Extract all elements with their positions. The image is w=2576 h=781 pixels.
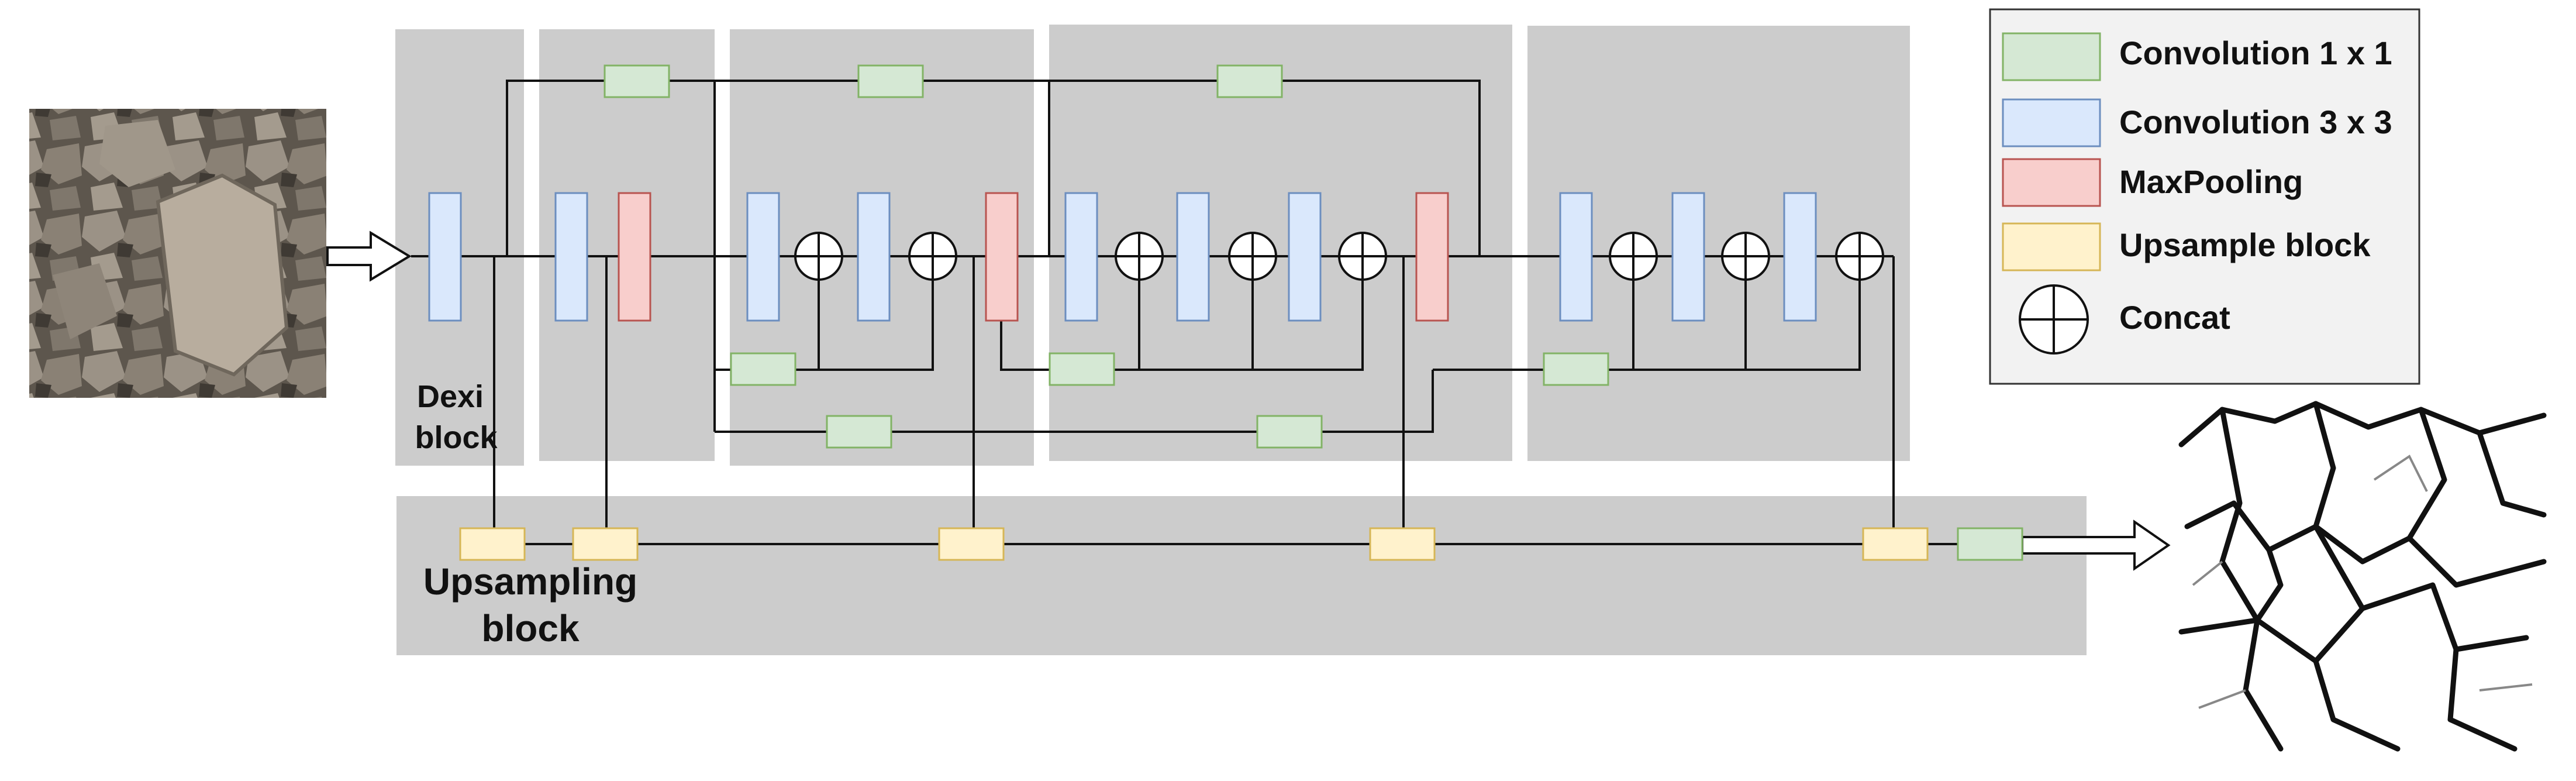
- upsample-layer-2: [572, 527, 639, 561]
- conv3x3-layer-9: [1671, 192, 1705, 322]
- legend-conv1x1-swatch: [2002, 32, 2101, 81]
- conv1x1-layer-6: [1543, 352, 1609, 386]
- concat-node-8: [1835, 232, 1884, 281]
- legend-conv3x3-label: Convolution 3 x 3: [2119, 104, 2392, 140]
- conv3x3-layer-4: [857, 192, 891, 322]
- block5-residual: [1550, 256, 1861, 371]
- concat-node-1: [794, 232, 843, 281]
- legend-upsample-swatch: [2002, 222, 2101, 271]
- concat-node-4: [1228, 232, 1277, 281]
- concat-node-2: [908, 232, 957, 281]
- upsample-layer-3: [938, 527, 1005, 561]
- output-edge-map: [2178, 395, 2547, 752]
- legend-conv1x1-label: Convolution 1 x 1: [2119, 35, 2392, 71]
- conv1x1-layer-9: [1957, 527, 2023, 561]
- dexi-block-label-line1: Dexi: [417, 379, 484, 414]
- lower-skip-a: [715, 370, 1434, 433]
- conv3x3-layer-5: [1064, 192, 1098, 322]
- concat-node-6: [1609, 232, 1658, 281]
- legend-upsample-label: Upsample block: [2119, 226, 2371, 263]
- legend-conv3x3-swatch: [2002, 98, 2101, 147]
- conv3x3-layer-8: [1559, 192, 1593, 322]
- upsampling-block-bg: [396, 496, 2087, 655]
- concat-node-3: [1115, 232, 1164, 281]
- upsampling-block-label-line1: Upsampling: [423, 560, 637, 603]
- maxpool-layer-1: [618, 192, 651, 322]
- concat-node-5: [1338, 232, 1387, 281]
- legend-concat-symbol: [2019, 284, 2089, 355]
- conv3x3-layer-10: [1783, 192, 1817, 322]
- conv1x1-layer-4: [730, 352, 796, 386]
- block3-res-up1: [819, 256, 934, 371]
- conv3x3-layer-1: [428, 192, 462, 322]
- top-skip-c: [1049, 80, 1481, 256]
- conv1x1-layer-1: [604, 64, 670, 98]
- concat-node-7: [1721, 232, 1770, 281]
- maxpool-layer-2: [985, 192, 1019, 322]
- conv3x3-layer-3: [746, 192, 780, 322]
- input-image: [29, 109, 326, 398]
- conv3x3-layer-6: [1176, 192, 1210, 322]
- upsample-layer-5: [1862, 527, 1929, 561]
- upsampling-block-label-line2: block: [481, 607, 580, 649]
- conv1x1-layer-8: [1256, 415, 1323, 449]
- input-arrow: [326, 230, 412, 282]
- upsample-layer-4: [1369, 527, 1436, 561]
- conv1x1-layer-7: [826, 415, 892, 449]
- output-arrow: [2021, 519, 2171, 571]
- legend-concat-label: Concat: [2119, 299, 2230, 336]
- conv1x1-layer-5: [1049, 352, 1115, 386]
- conv3x3-layer-7: [1288, 192, 1322, 322]
- conv3x3-layer-2: [554, 192, 588, 322]
- conv1x1-layer-3: [1216, 64, 1283, 98]
- legend: Convolution 1 x 1 Convolution 3 x 3 MaxP…: [1989, 8, 2420, 385]
- upsample-layer-1: [459, 527, 526, 561]
- maxpool-layer-3: [1415, 192, 1449, 322]
- dexi-block-label-line2: block: [415, 420, 498, 455]
- conv1x1-layer-2: [857, 64, 924, 98]
- legend-maxpool-label: MaxPooling: [2119, 163, 2303, 200]
- legend-maxpool-swatch: [2002, 158, 2101, 207]
